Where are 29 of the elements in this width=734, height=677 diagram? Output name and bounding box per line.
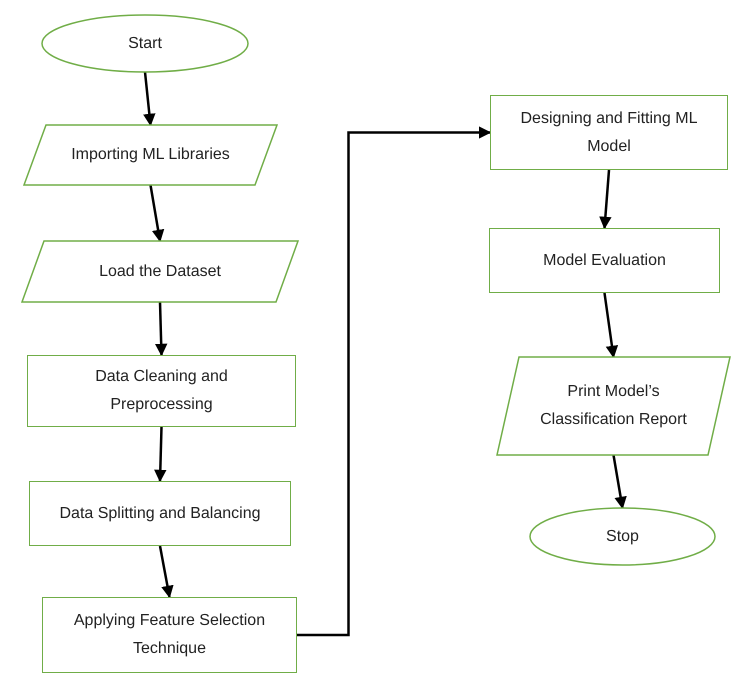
input-output-parallelogram	[24, 125, 277, 185]
process-box	[489, 228, 720, 293]
arrow	[149, 184, 164, 242]
node-label: Data Cleaning and Preprocessing	[94, 367, 229, 415]
node-label: Data Splitting and Balancing	[59, 504, 261, 524]
node-label: Applying Feature Selection Technique	[72, 611, 266, 659]
arrow	[297, 126, 492, 636]
process-box	[42, 597, 297, 673]
arrow	[154, 302, 168, 356]
process-box	[29, 481, 291, 546]
process-box	[27, 355, 296, 427]
input-output-parallelogram	[497, 357, 730, 455]
node-label: Designing and Fitting ML Model	[520, 108, 698, 156]
node-label: Print Model’s Classification Report	[539, 382, 688, 430]
node-label: Model Evaluation	[543, 250, 666, 270]
arrow	[603, 292, 618, 358]
node-label: Importing ML Libraries	[71, 145, 230, 165]
input-output-parallelogram	[22, 241, 298, 302]
arrow	[143, 72, 156, 126]
arrow	[158, 546, 174, 598]
terminal-ellipse	[530, 508, 715, 565]
node-label: Stop	[606, 526, 639, 546]
arrow	[612, 454, 627, 510]
arrow	[154, 426, 167, 482]
arrow	[599, 170, 612, 230]
node-label: Start	[128, 34, 162, 54]
terminal-ellipse	[42, 15, 248, 72]
node-label: Load the Dataset	[99, 262, 221, 282]
process-box	[490, 95, 728, 170]
